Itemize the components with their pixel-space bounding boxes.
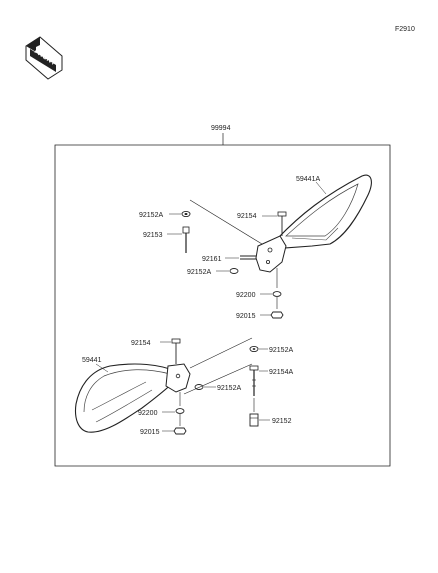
label-stack-washer-top: 92152A — [269, 347, 293, 354]
left-nut — [173, 427, 187, 435]
label-left-bolt-top: 92154 — [131, 340, 151, 347]
assembly-number-label: 99994 — [211, 125, 231, 132]
figure-code: F2910 — [395, 26, 415, 33]
right-bolt-top — [277, 211, 287, 236]
label-right-nut: 92015 — [236, 313, 256, 320]
right-mirror-housing — [277, 174, 372, 249]
left-bolt-top — [171, 338, 181, 364]
stack-bolt — [249, 365, 259, 396]
label-right-spacer: 92200 — [236, 292, 256, 299]
label-right-pin: 92161 — [202, 256, 222, 263]
right-spacer — [272, 291, 282, 297]
right-mirror-bracket — [255, 235, 287, 273]
label-stack-collar: 92152 — [272, 418, 292, 425]
label-left-washer-side: 92152A — [217, 385, 241, 392]
assembly-frame — [54, 144, 391, 467]
label-stack-bolt: 92154A — [269, 369, 293, 376]
right-mirror-group: 59441A 92152A 92154 92153 92161 92152A 9… — [139, 174, 372, 320]
stack-collar — [249, 413, 259, 427]
label-left-mirror-assy: 59441 — [82, 357, 102, 364]
label-left-nut: 92015 — [140, 429, 160, 436]
label-right-bolt-top: 92154 — [237, 213, 257, 220]
label-right-washer-mid: 92152A — [187, 269, 211, 276]
hardware-stack-group: 92152A 92154A 92152 — [183, 337, 293, 427]
left-mirror-group: 92154 59441 92152A 92200 92015 — [74, 338, 241, 436]
left-mirror-housing — [74, 363, 179, 433]
right-washer-mid — [229, 268, 239, 274]
front-arrow-badge: FRONT — [25, 36, 63, 80]
label-right-washer-top: 92152A — [139, 212, 163, 219]
label-left-spacer: 92200 — [138, 410, 158, 417]
right-stud — [182, 226, 190, 253]
left-spacer — [175, 408, 185, 414]
right-pin — [240, 255, 256, 260]
right-nut — [270, 311, 284, 319]
label-right-mirror-assy: 59441A — [296, 176, 320, 183]
label-right-stud: 92153 — [143, 232, 163, 239]
